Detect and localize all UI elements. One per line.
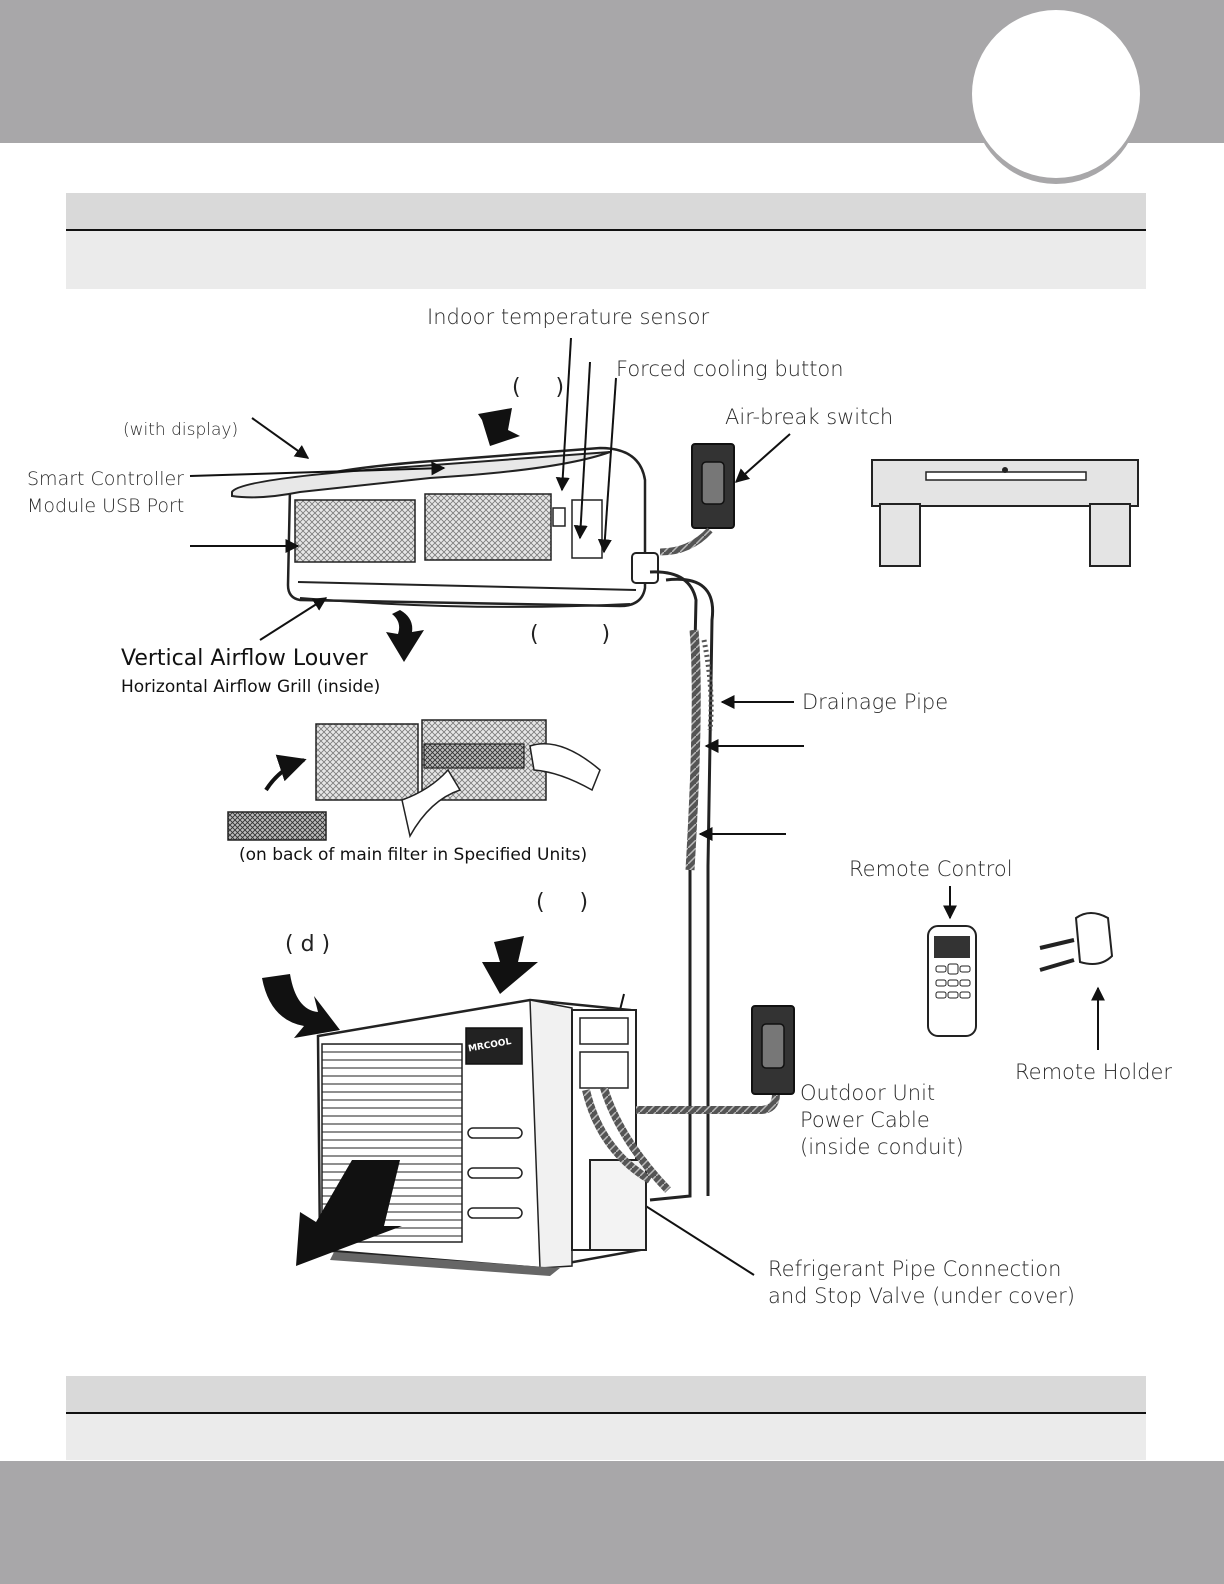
label-remote-control: Remote Control xyxy=(849,857,1013,881)
auxiliary-filter xyxy=(227,811,327,841)
label-horizontal-grill: Horizontal Airflow Grill (inside) xyxy=(121,677,381,697)
side-leader-lines xyxy=(604,695,1105,1276)
line-set-conduit xyxy=(649,570,715,1202)
indoor-unit xyxy=(231,446,659,608)
label-outdoor-power-line3: (inside conduit) xyxy=(800,1135,964,1159)
indoor-leader-lines xyxy=(189,337,791,641)
outdoor-air-break-switch xyxy=(751,1005,795,1095)
section-title-bar xyxy=(66,193,1146,231)
filter-removal-illustration xyxy=(227,719,601,841)
label-smart-controller-line2: Module USB Port xyxy=(27,495,185,517)
footer-band xyxy=(0,1461,1224,1584)
label-air-break-switch: Air-break switch xyxy=(725,405,894,429)
section-subtitle-bar xyxy=(66,1414,1146,1460)
label-outdoor-power-line1: Outdoor Unit xyxy=(800,1081,936,1105)
air-break-switch xyxy=(691,443,735,529)
indoor-power-cable xyxy=(659,527,713,556)
label-air-out-top: ( ) xyxy=(530,622,611,647)
outdoor-unit xyxy=(316,998,671,1276)
label-air-in-side: ( d ) xyxy=(285,932,331,957)
airflow-arrow-out-indoor xyxy=(386,610,424,662)
label-filter-note: (on back of main filter in Specified Uni… xyxy=(239,845,588,865)
section-header-top xyxy=(66,193,1146,289)
label-indoor-temp-sensor: Indoor temperature sensor xyxy=(427,305,710,329)
label-forced-cooling-button: Forced cooling button xyxy=(616,357,844,381)
remote-control xyxy=(927,925,977,1037)
section-title-bar xyxy=(66,1376,1146,1414)
section-header-bottom xyxy=(66,1376,1146,1460)
airflow-arrows-outdoor xyxy=(262,936,538,1266)
label-smart-controller-line1: Smart Controller xyxy=(27,468,184,490)
label-outdoor-power-line2: Power Cable xyxy=(800,1108,930,1132)
airflow-arrow-in-top xyxy=(478,408,520,446)
section-subtitle-bar xyxy=(66,231,1146,289)
label-remote-holder: Remote Holder xyxy=(1015,1060,1173,1084)
label-air-in-top: ( ) xyxy=(512,375,565,400)
page-number-circle xyxy=(972,10,1140,178)
label-refrigerant-line2: and Stop Valve (under cover) xyxy=(768,1284,1076,1308)
label-drainage-pipe: Drainage Pipe xyxy=(802,690,949,714)
label-air-in-outdoor: ( ) xyxy=(536,890,589,915)
outdoor-power-cable xyxy=(636,1093,780,1114)
label-refrigerant-line1: Refrigerant Pipe Connection xyxy=(768,1257,1062,1281)
mounting-plate xyxy=(871,459,1139,567)
remote-holder xyxy=(1039,912,1114,972)
label-with-display: (with display) xyxy=(123,420,239,440)
label-vertical-louver: Vertical Airflow Louver xyxy=(121,646,368,671)
